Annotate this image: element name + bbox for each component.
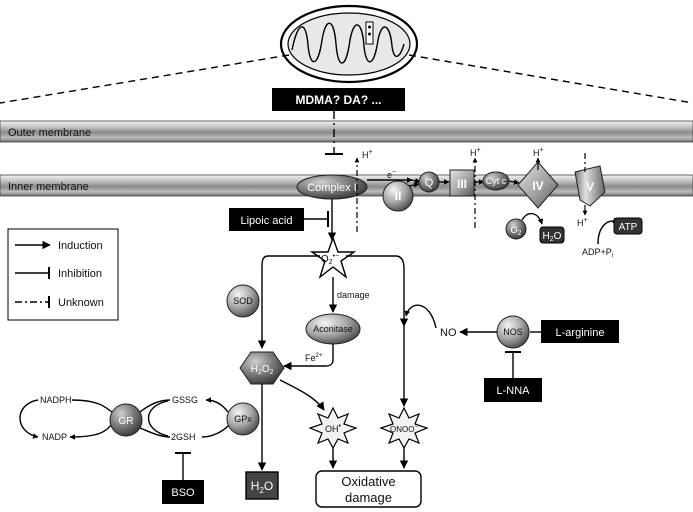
zoom-line-left: [0, 54, 290, 104]
nadph-cycle-top: [71, 399, 113, 413]
complex-i-label: Complex I: [307, 182, 357, 194]
gssg-label: GSSG: [172, 395, 198, 405]
aconitase-fe-path: [283, 344, 334, 371]
complex-iii: [449, 169, 475, 197]
cytc-to-iv-arrow: [508, 179, 520, 185]
gr-cycle-top: [139, 399, 171, 413]
electron-label: e−: [387, 169, 396, 180]
legend-induction-label: Induction: [58, 240, 103, 252]
legend-unknown-label: Unknown: [58, 297, 104, 309]
inner-membrane-label: Inner membrane: [8, 181, 89, 193]
gr-cycle-bottom: [139, 427, 171, 438]
o2-to-onoo-path: [346, 255, 409, 327]
aconitase-label: Aconitase: [313, 324, 353, 334]
outer-membrane: [0, 120, 693, 143]
h-plus-label-1: H+: [362, 149, 373, 160]
zoom-line-right: [408, 54, 693, 104]
fe-label: Fe2+: [305, 353, 323, 363]
l-arginine-box: [541, 320, 619, 343]
sod-label: SOD: [233, 296, 253, 306]
mdma-label-box: [272, 88, 405, 111]
l-nna-box: [484, 378, 542, 402]
complex-v: [574, 165, 606, 207]
onoo-label: ONOO−: [390, 424, 418, 434]
nadph-label: NADPH: [40, 395, 72, 405]
h2o-label-bottom: H2O: [251, 479, 273, 495]
gpx-cycle-bottom: [201, 425, 229, 438]
h2o2-to-oh-arrow: [279, 379, 325, 411]
lipoic-acid-label: Lipoic acid: [241, 215, 293, 227]
ii-to-q-arrow: [408, 182, 420, 188]
o2-to-h2o-arrow: [521, 213, 544, 225]
mdma-label: MDMA? DA? ...: [296, 93, 382, 107]
nadph-cycle-left: [19, 399, 39, 439]
q-label: Q: [425, 177, 434, 189]
complex-ii: [382, 180, 414, 212]
adp-label: ADP+Pi: [582, 247, 613, 259]
l-nna-label: L-NNA: [496, 385, 530, 397]
h2o-label-top: H2O: [543, 231, 562, 243]
gpx-enzyme: [226, 402, 260, 436]
nadp-label: NADP: [42, 432, 67, 442]
legend-box: [7, 228, 119, 321]
no-label: NO: [440, 327, 457, 339]
oxidative-damage-label-2: damage: [345, 490, 392, 505]
oxygen-o2: [505, 218, 527, 240]
bso-box: [162, 480, 204, 504]
h-plus-label-2: H+: [470, 147, 481, 158]
atp-box: [613, 217, 643, 235]
cytc-label: Cyt c: [486, 176, 507, 186]
superoxide-star: [309, 235, 357, 279]
oxidative-damage-box: [315, 470, 422, 508]
complex-iv-label: IV: [532, 179, 543, 193]
h2o2-label: H2O2: [251, 364, 274, 376]
complex-iii-label: III: [457, 177, 467, 191]
mitochondrion-icon: [279, 4, 419, 84]
o2-label: O2: [511, 225, 522, 237]
complex-iv: [517, 161, 559, 209]
sod-enzyme: [226, 284, 260, 318]
legend-inhibition-label: Inhibition: [58, 268, 102, 280]
oh-label: OH•: [325, 423, 342, 434]
nadph-cycle-bottom: [69, 423, 113, 440]
damage-label: damage: [337, 290, 370, 300]
h-plus-label-4: H+: [577, 217, 588, 228]
l-arginine-label: L-arginine: [556, 327, 605, 339]
o2-to-h2o2-path: [257, 255, 320, 349]
complex-ii-label: II: [395, 189, 402, 203]
h2o2-hexagon: [239, 351, 285, 385]
gpx-cycle-top: [205, 397, 229, 413]
complex-v-label: V: [586, 180, 594, 194]
gsh-to-gssg-path: [148, 400, 169, 437]
no-to-onoo-path: [404, 304, 437, 329]
outer-membrane-label: Outer membrane: [8, 127, 91, 139]
atp-label: ATP: [619, 222, 638, 233]
nos-label: NOS: [503, 327, 523, 337]
water-box-bottom: [245, 471, 279, 500]
h-plus-label-3: H+: [533, 147, 544, 158]
gr-enzyme: [109, 403, 143, 437]
oxidative-damage-label-1: Oxidative: [341, 474, 395, 489]
gr-label: GR: [119, 416, 134, 427]
bso-label: BSO: [171, 487, 195, 499]
gsh-label: 2GSH: [171, 432, 196, 442]
lipoic-acid-box: [229, 208, 304, 231]
water-box-top: [539, 226, 565, 244]
gpx-label: GPx: [234, 414, 252, 424]
superoxide-label: O2•−: [321, 253, 339, 266]
